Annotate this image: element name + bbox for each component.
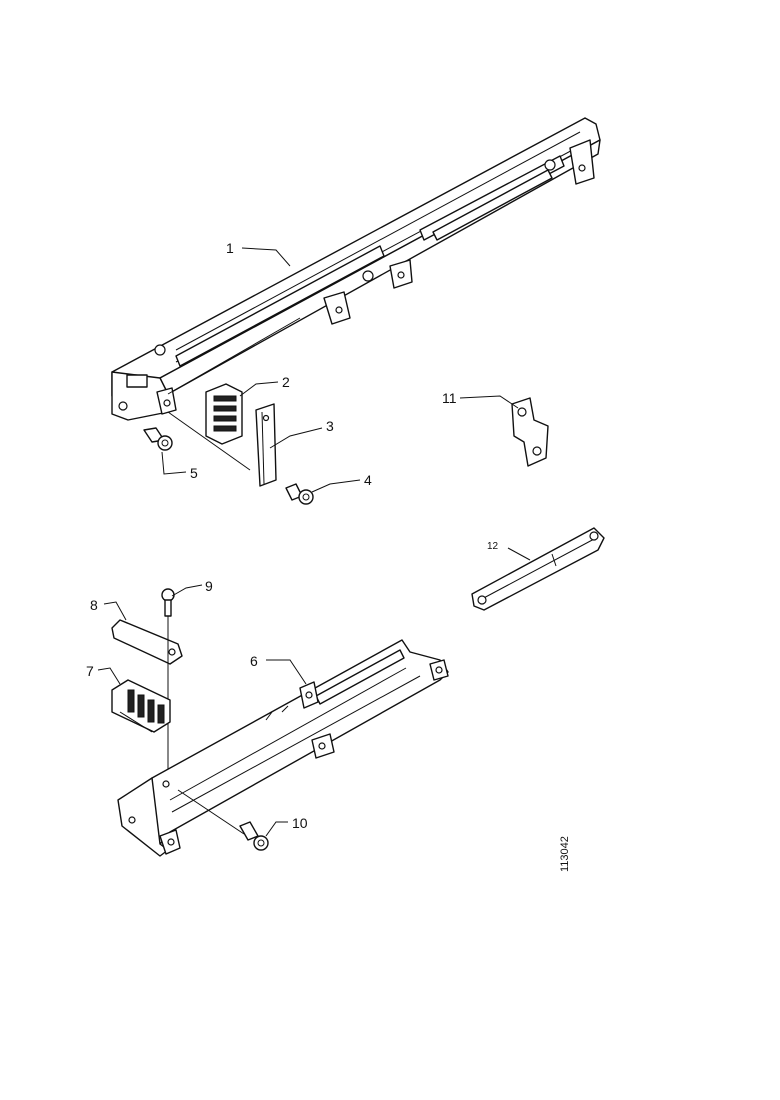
part-7-terminal-block xyxy=(111,679,171,733)
callout-8: 8 xyxy=(90,597,98,613)
callout-2: 2 xyxy=(282,374,290,390)
part-8-plate xyxy=(111,619,183,665)
part-1-upper-rail xyxy=(111,117,601,471)
callout-leader-lines xyxy=(97,247,531,837)
part-4-screw xyxy=(285,483,314,505)
callout-9: 9 xyxy=(205,578,213,594)
part-3-vertical-bracket xyxy=(255,403,277,487)
callout-6: 6 xyxy=(250,653,258,669)
callout-10: 10 xyxy=(292,815,308,831)
callout-1: 1 xyxy=(226,240,234,256)
callout-5: 5 xyxy=(190,465,198,481)
part-5-screw xyxy=(143,427,173,451)
part-9-screw xyxy=(161,588,175,770)
drawing-number: 113042 xyxy=(559,836,571,872)
callout-11: 11 xyxy=(442,390,457,406)
callout-4: 4 xyxy=(364,472,372,488)
part-11-small-bracket xyxy=(511,397,549,467)
part-6-lower-rail xyxy=(117,639,449,857)
callout-3: 3 xyxy=(326,418,334,434)
callout-12: 12 xyxy=(487,541,499,552)
callout-7: 7 xyxy=(86,663,94,679)
part-10-screw xyxy=(239,821,269,851)
part-12-flat-strip xyxy=(471,527,605,611)
part-2-connector-block xyxy=(205,383,243,445)
